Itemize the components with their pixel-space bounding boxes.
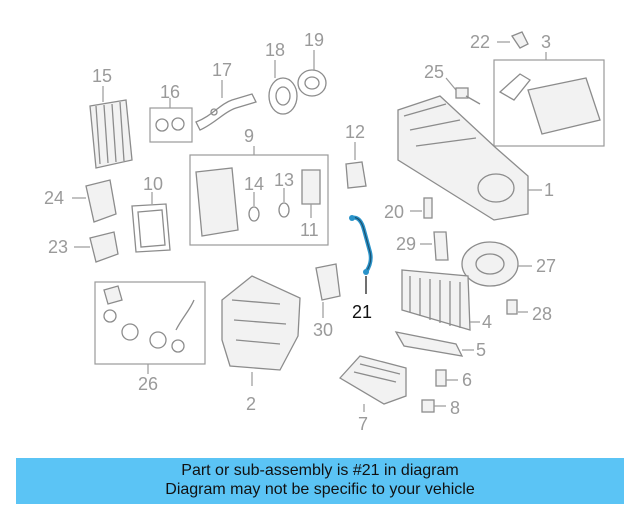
part-27-drawing	[461, 241, 532, 287]
part-7-drawing	[338, 355, 407, 412]
part-4-drawing	[401, 269, 480, 331]
part-19-drawing	[297, 50, 327, 97]
part-16-drawing	[149, 98, 193, 143]
callout-25: 25	[424, 62, 444, 82]
callout-12: 12	[345, 122, 365, 142]
part-8-drawing	[421, 399, 446, 413]
part-3-drawing	[493, 52, 605, 147]
callout-9: 9	[244, 126, 254, 146]
caption-line-2: Diagram may not be specific to your vehi…	[165, 481, 475, 498]
part-23-drawing	[74, 231, 119, 263]
part-26-drawing	[94, 281, 206, 374]
part-30-drawing	[315, 263, 341, 318]
part-5-drawing	[394, 331, 474, 357]
part-24-drawing	[72, 179, 117, 223]
callout-18: 18	[265, 40, 285, 60]
callout-28: 28	[532, 304, 552, 324]
callout-13: 13	[274, 170, 294, 190]
callout-17: 17	[212, 60, 232, 80]
part-2-drawing	[221, 275, 301, 386]
part-18-drawing	[268, 60, 298, 115]
part-6-drawing	[435, 369, 458, 387]
part-15-drawing	[89, 86, 133, 169]
part-22-drawing	[497, 31, 529, 49]
parts-diagram: 15 16 17 18 19 22 3	[44, 30, 605, 434]
part-10-drawing	[131, 192, 171, 253]
callout-15: 15	[92, 66, 112, 86]
callout-1: 1	[544, 180, 554, 200]
callout-7: 7	[358, 414, 368, 434]
part-28-drawing	[506, 299, 528, 315]
part-12-drawing	[345, 142, 367, 189]
callout-5: 5	[476, 340, 486, 360]
callout-27: 27	[536, 256, 556, 276]
part-25-drawing	[445, 77, 481, 105]
part-20-drawing	[410, 197, 433, 219]
callout-16: 16	[160, 82, 180, 102]
callout-21: 21	[352, 302, 372, 322]
callout-23: 23	[48, 237, 68, 257]
part-caption-banner: Part or sub-assembly is #21 in diagram D…	[16, 458, 624, 504]
part-29-drawing	[420, 231, 449, 261]
callout-22: 22	[470, 32, 490, 52]
callout-19: 19	[304, 30, 324, 50]
part-17-drawing	[195, 80, 257, 131]
callout-10: 10	[143, 174, 163, 194]
callout-4: 4	[482, 312, 492, 332]
callout-8: 8	[450, 398, 460, 418]
part-1-drawing	[397, 95, 542, 221]
callout-30: 30	[313, 320, 333, 340]
callout-20: 20	[384, 202, 404, 222]
callout-24: 24	[44, 188, 64, 208]
callout-3: 3	[541, 32, 551, 52]
caption-line-1: Part or sub-assembly is #21 in diagram	[181, 462, 459, 479]
callout-26: 26	[138, 374, 158, 394]
callout-14: 14	[244, 174, 264, 194]
callout-11: 11	[300, 220, 319, 240]
part-21-drawing	[349, 215, 373, 294]
callout-29: 29	[396, 234, 416, 254]
callout-6: 6	[462, 370, 472, 390]
part-9-drawing	[189, 146, 329, 246]
callout-2: 2	[246, 394, 256, 414]
